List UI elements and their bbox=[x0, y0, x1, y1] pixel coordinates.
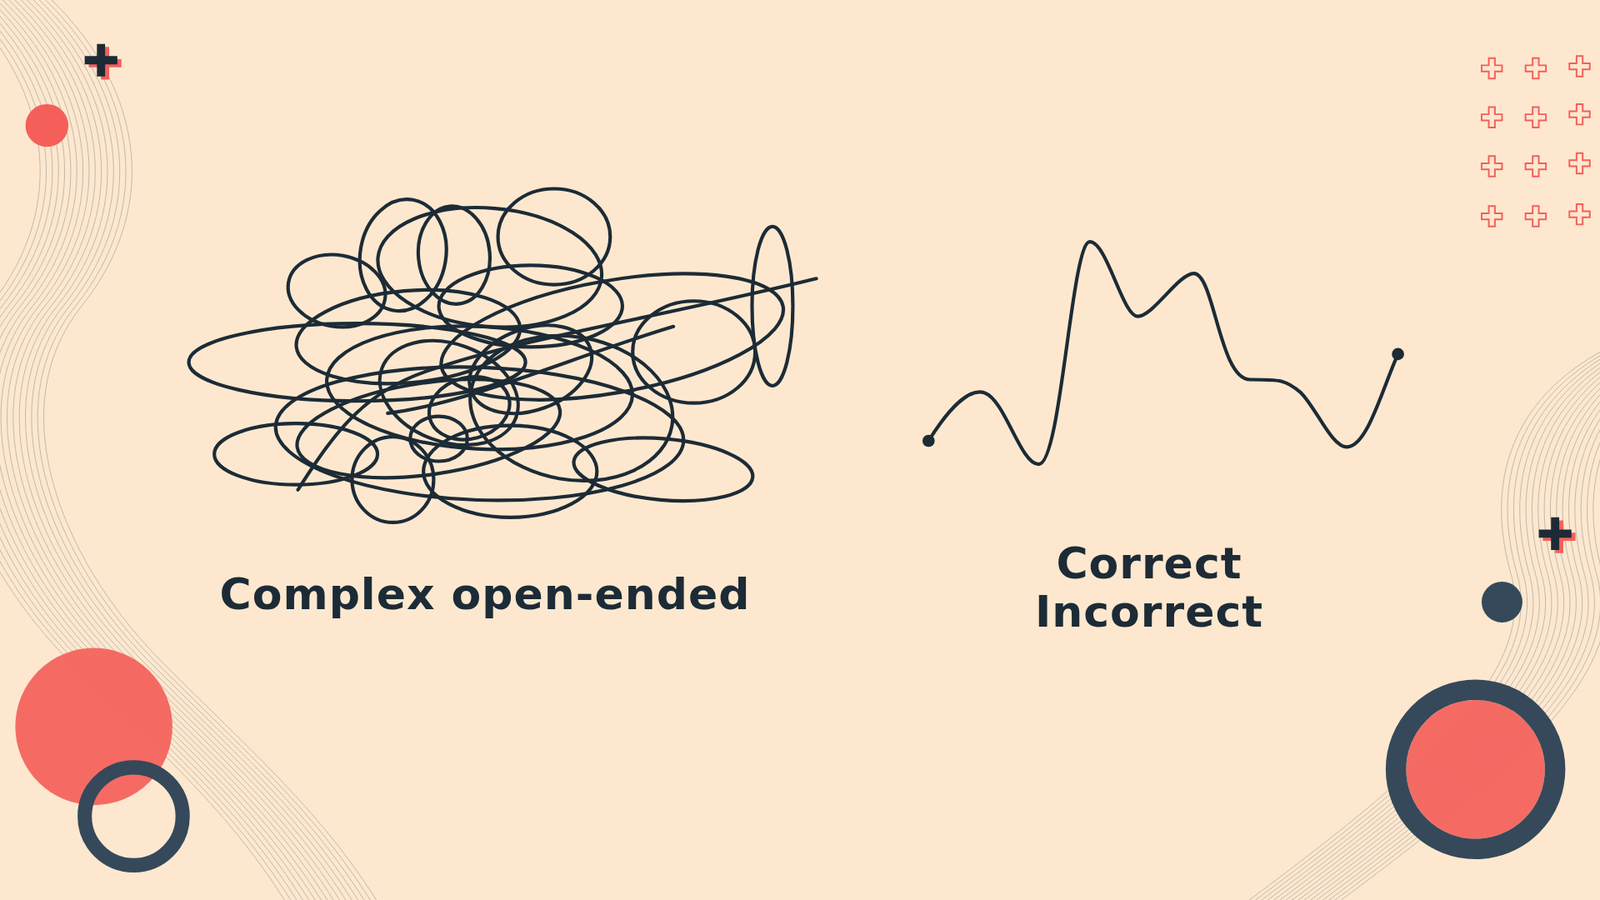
illustration-caption: Complex open-ended bbox=[220, 570, 751, 619]
contour-lines bbox=[1224, 336, 1600, 900]
dot bbox=[1481, 581, 1523, 623]
ring bbox=[1395, 690, 1555, 850]
dot bbox=[25, 104, 69, 147]
option-label: Incorrect bbox=[1035, 588, 1264, 636]
plus-mark bbox=[1539, 517, 1576, 554]
contour-lines bbox=[0, 0, 388, 900]
option-label: Correct bbox=[1055, 540, 1242, 588]
wave-line bbox=[922, 241, 1405, 465]
plus-grid bbox=[1481, 55, 1590, 226]
big-dot bbox=[1405, 700, 1545, 840]
plus-mark bbox=[85, 44, 122, 80]
tangle-scribble bbox=[189, 189, 817, 523]
ring bbox=[85, 767, 184, 866]
